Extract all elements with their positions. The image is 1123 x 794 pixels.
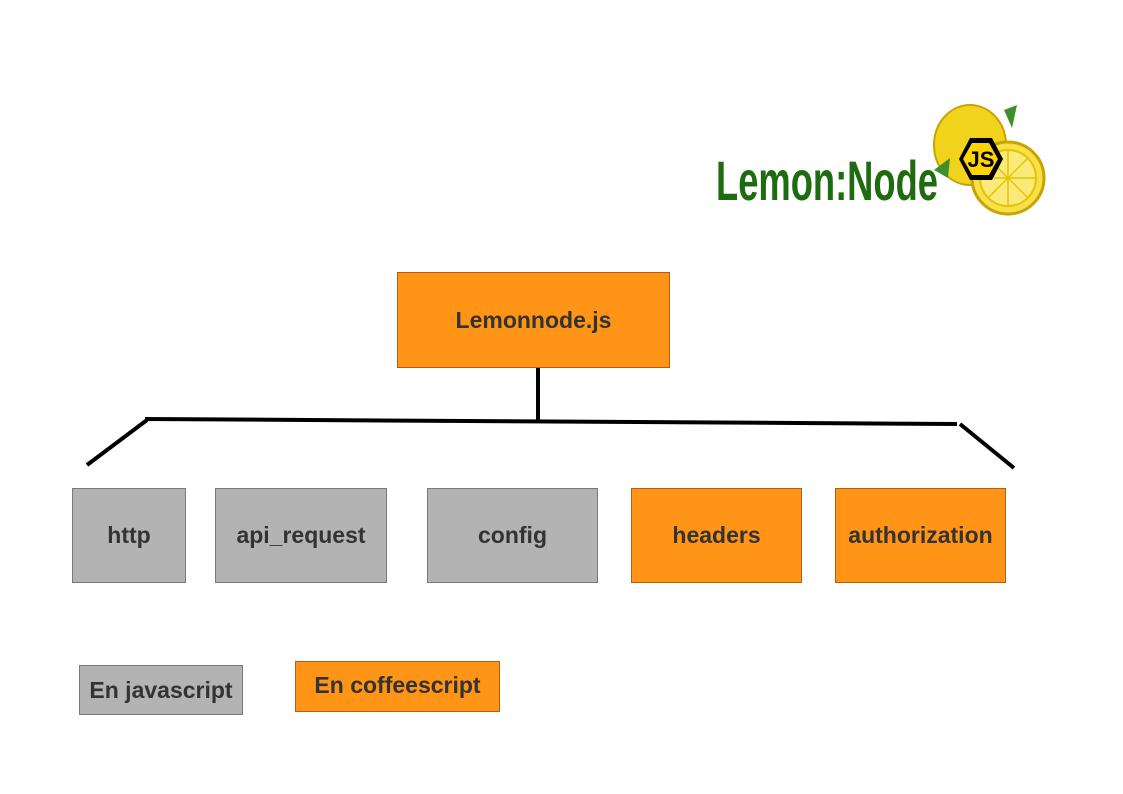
node-label: authorization (848, 522, 993, 548)
lemonnode-logo: JS Lemon:Node (716, 104, 1046, 216)
legend-coffeescript-label: En coffeescript (314, 672, 481, 698)
node-label: headers (672, 522, 761, 548)
node-headers: headers (631, 488, 802, 583)
legend-coffeescript: En coffeescript (295, 661, 500, 712)
branch-left-tip (85, 418, 149, 467)
root-node-label: Lemonnode.js (455, 306, 612, 333)
legend-javascript: En javascript (79, 665, 243, 715)
js-badge: JS (959, 138, 1003, 180)
legend-javascript-label: En javascript (89, 676, 233, 703)
node-label: api_request (236, 522, 366, 548)
js-badge-text: JS (968, 147, 995, 172)
branch-right-tip (958, 422, 1016, 470)
node-http: http (72, 488, 186, 583)
branch-bar (144, 417, 958, 426)
node-authorization: authorization (835, 488, 1006, 583)
node-config: config (427, 488, 598, 583)
root-node: Lemonnode.js (397, 272, 670, 368)
logo-wordmark: Lemon:Node (716, 149, 938, 212)
node-label: http (107, 522, 151, 548)
node-api-request: api_request (215, 488, 387, 583)
node-label: config (478, 522, 547, 548)
